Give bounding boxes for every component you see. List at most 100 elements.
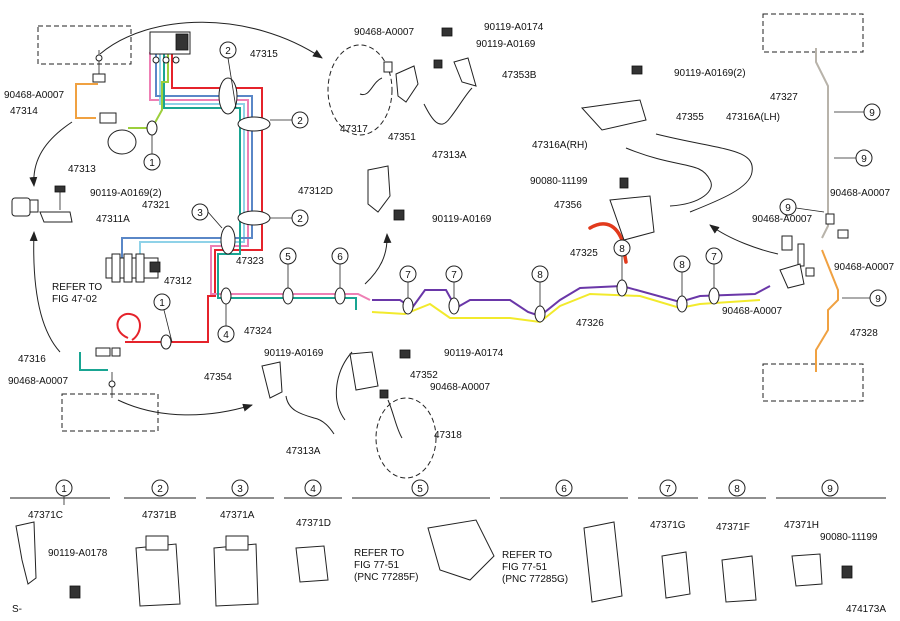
legend-4-num: 4 [310, 484, 316, 495]
line-orange [75, 83, 98, 119]
label-47317: 47317 [340, 124, 368, 135]
callout-circle-icon [555, 479, 573, 497]
legend-group-2: 2 47371B [135, 479, 181, 607]
clamp-4 [220, 287, 232, 305]
part-labels: 47315 90468-A0007 47314 47313 90119-A016… [4, 22, 894, 457]
arrow-center-dash [335, 351, 353, 421]
legend-3-num: 3 [237, 484, 243, 495]
callout-9-b: 9 [861, 154, 867, 165]
label-47353B: 47353B [502, 70, 537, 81]
label-90119-0169-2-left: 90119-A0169(2) [90, 188, 162, 199]
legend-2-part: 47371B [142, 510, 177, 521]
callout-6: 6 [337, 252, 343, 263]
label-90119-0169-mid: 90119-A0169 [432, 214, 492, 225]
connector-icon [92, 50, 117, 124]
callout-7-a: 7 [405, 270, 411, 281]
label-47352: 47352 [410, 370, 438, 381]
clamp-7a [402, 297, 414, 315]
legend-5-ref2: FIG 77-51 [354, 560, 399, 571]
arrow-center-up [364, 233, 392, 285]
legend-group-8: 8 47371F [716, 479, 757, 603]
bracket-icon [367, 165, 405, 221]
clamp-2-lower [237, 210, 271, 226]
callout-circle-icon [728, 479, 746, 497]
label-47354: 47354 [204, 372, 232, 383]
callout-circle-icon [143, 153, 161, 171]
label-90468-left: 90468-A0007 [8, 376, 68, 387]
line-blue [121, 52, 253, 258]
legend-5-ref3: (PNC 77285F) [354, 572, 418, 583]
line-red [125, 50, 263, 343]
clamp-icon [721, 555, 757, 603]
callout-7-b: 7 [451, 270, 457, 281]
callout-5: 5 [285, 252, 291, 263]
callout-2-a: 2 [225, 46, 231, 57]
callout-9-a: 9 [869, 108, 875, 119]
label-90468-r4: 90468-A0007 [722, 306, 782, 317]
callout-circle-icon [304, 479, 322, 497]
legend-group-5: 5 REFER TO FIG 77-51 (PNC 77285F) [354, 479, 495, 583]
arrow-left-upper [29, 121, 73, 187]
label-47318: 47318 [434, 430, 462, 441]
label-90080-11199: 90080-11199 [530, 176, 588, 187]
arrow-top [99, 21, 323, 59]
callout-circle-icon [217, 325, 235, 343]
brake-lines [75, 48, 839, 372]
label-47323: 47323 [236, 256, 264, 267]
clamp-8b [616, 279, 628, 297]
legend-3-part: 47371A [220, 510, 255, 521]
legend-group-7: 7 47371G [650, 479, 691, 599]
legend-1-num: 1 [61, 484, 67, 495]
bolt-icon [69, 585, 81, 599]
bracket-icon [580, 65, 655, 241]
label-90119-0174-bot: 90119-A0174 [444, 348, 504, 359]
label-90468-r1: 90468-A0007 [830, 188, 890, 199]
bolt-icon [841, 565, 853, 579]
clamp-2-upper [237, 116, 271, 132]
brake-hose-icon [107, 129, 137, 155]
brake-hose-icon [655, 133, 753, 213]
line-lime [128, 52, 169, 129]
clamp-5 [282, 287, 294, 305]
clamp-icon [791, 553, 823, 587]
callout-2-c: 2 [297, 214, 303, 225]
line-gray [815, 48, 829, 239]
callout-circle-icon [279, 247, 297, 265]
label-90468-bot: 90468-A0007 [430, 382, 490, 393]
clamp-8a [534, 305, 546, 323]
legend-8-part: 47371F [716, 522, 750, 533]
legend-6-num: 6 [561, 484, 567, 495]
callout-circle-icon [821, 479, 839, 497]
clamp-1-upper [146, 120, 158, 136]
arrow-right [709, 224, 779, 255]
callout-1-b: 1 [159, 298, 165, 309]
line-yellow [371, 292, 761, 324]
brake-hose-icon [625, 147, 712, 207]
callout-circle-icon [399, 265, 417, 283]
connector-icon [149, 31, 191, 64]
callout-circle-icon [869, 289, 887, 307]
callout-4: 4 [223, 330, 229, 341]
callout-7-c: 7 [711, 252, 717, 263]
label-47314: 47314 [10, 106, 38, 117]
placeholder-box-bottom-right [762, 363, 864, 402]
legend-group-6: 6 REFER TO FIG 77-51 (PNC 77285G) [502, 479, 623, 603]
legend-7-num: 7 [665, 484, 671, 495]
legend-9-part: 47371H [784, 520, 819, 531]
callout-circle-icon [779, 198, 797, 216]
callout-circle-icon [191, 203, 209, 221]
clamp-icon [213, 543, 259, 607]
line-red-loop [116, 312, 141, 341]
bracket-icon [383, 27, 477, 103]
label-90119-0169-bot: 90119-A0169 [264, 348, 324, 359]
label-90468-r3: 90468-A0007 [834, 262, 894, 273]
legend-2-num: 2 [157, 484, 163, 495]
callout-circle-icon [291, 111, 309, 129]
label-fig-47-02: FIG 47-02 [52, 294, 97, 305]
connector-icon [105, 253, 161, 283]
arrows [29, 21, 779, 421]
callout-circle-icon [55, 479, 73, 497]
callout-3: 3 [197, 208, 203, 219]
placeholder-box-top-right [762, 13, 864, 53]
